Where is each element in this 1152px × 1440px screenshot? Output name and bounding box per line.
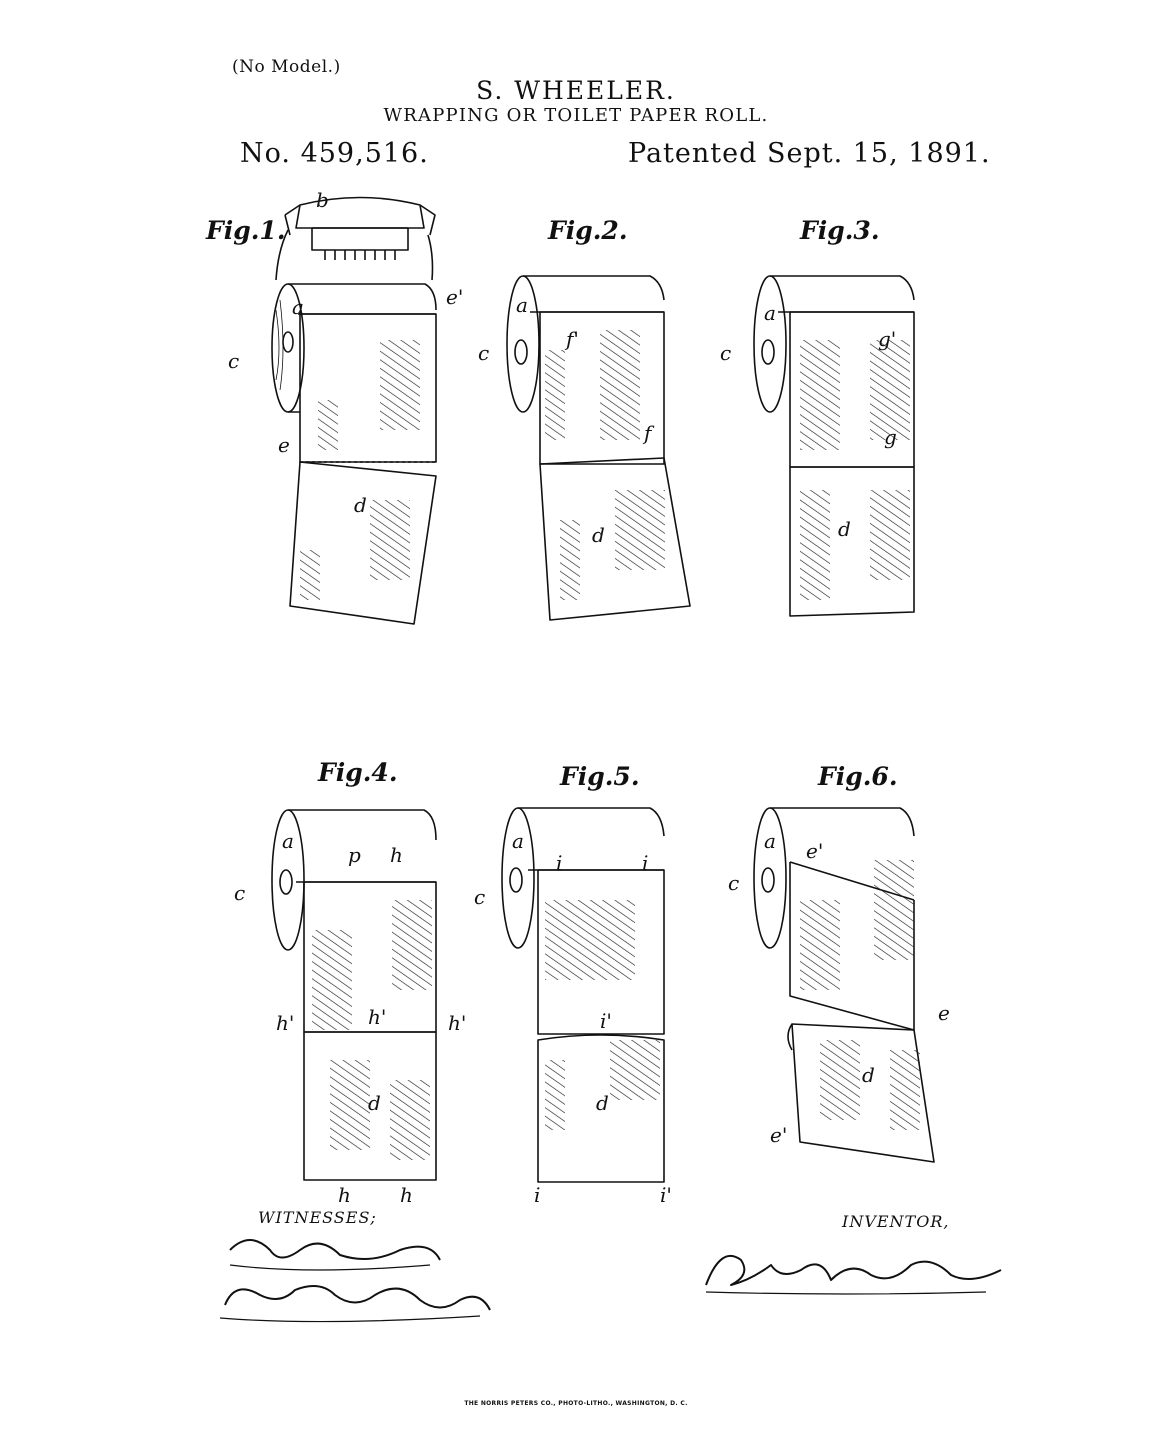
fig5-letter-i-bottom: i [534,1183,540,1207]
fig4-letter-p: p [348,843,361,867]
fig4-letter-h-prime-mid: h' [368,1005,386,1029]
fig-3-label: Fig.3. [800,216,880,245]
fig5-letter-c: c [474,885,485,909]
fig6-letter-d: d [862,1063,875,1087]
fig5-letter-d: d [596,1091,609,1115]
fig5-letter-i-right: i [642,851,648,875]
fig-1-drawing [271,196,437,625]
fig6-letter-e-prime-bottom: e' [770,1123,787,1147]
inventor-signature [705,1254,1002,1295]
printer-credit: THE NORRIS PETERS CO., PHOTO-LITHO., WAS… [464,1400,688,1407]
fig3-letter-g-prime: g' [878,327,896,351]
fig3-letter-g: g [884,425,897,449]
fig4-letter-d: d [368,1091,381,1115]
patent-number: No. 459,516. [240,138,429,169]
fig6-letter-c: c [728,871,739,895]
fig-5-label: Fig.5. [560,762,640,791]
fig4-letter-h-bottom-left: h [338,1183,351,1207]
fig1-letter-c: c [228,349,239,373]
fig6-letter-e-prime-top: e' [806,839,823,863]
fig-4-drawing [271,809,437,1181]
fig1-letter-b: b [316,188,329,212]
fig4-letter-a: a [282,829,294,853]
witness-signatures [219,1239,491,1323]
fig1-letter-e-prime: e' [446,285,463,309]
fig1-letter-e: e [278,433,290,457]
fig-3-drawing [753,275,915,617]
fig3-letter-c: c [720,341,731,365]
fig5-letter-i-prime: i' [600,1009,612,1033]
fig3-letter-d: d [838,517,851,541]
fig4-letter-h-top: h [390,843,403,867]
patent-title: WRAPPING OR TOILET PAPER ROLL. [383,105,769,126]
fig3-letter-a: a [764,301,776,325]
fig4-letter-h-prime-right: h' [448,1011,466,1035]
fig1-letter-a: a [292,295,304,319]
reference-letters: b a c e' e d a c f' f d a c g' g d a c p… [228,188,950,1207]
fig-1-label: Fig.1. [206,216,286,245]
inventor-name: S. WHEELER. [476,76,676,105]
fig1-letter-d: d [354,493,367,517]
fig6-letter-a: a [764,829,776,853]
witnesses-label: WITNESSES; [258,1208,377,1227]
fig2-letter-c: c [478,341,489,365]
fig2-letter-d: d [592,523,605,547]
fig-2-drawing [506,275,691,621]
fig-6-drawing [753,807,935,1163]
inventor-label: INVENTOR, [842,1212,950,1231]
fig2-letter-f: f [642,421,655,445]
fig2-letter-a: a [516,293,528,317]
fig4-letter-h-bottom-right: h [400,1183,413,1207]
fig5-letter-i-left: i [556,851,562,875]
fig4-letter-c: c [234,881,245,905]
fig-2-label: Fig.2. [548,216,628,245]
fig-5-drawing [501,807,665,1183]
fig-6-label: Fig.6. [818,762,898,791]
no-model-note: (No Model.) [232,57,341,77]
fig5-letter-i-prime-bottom: i' [660,1183,672,1207]
patent-date: Patented Sept. 15, 1891. [628,138,991,169]
fig4-letter-h-prime-left: h' [276,1011,294,1035]
fig6-letter-e: e [938,1001,950,1025]
fig2-letter-f-prime: f' [564,327,579,351]
fig-4-label: Fig.4. [318,758,398,787]
fig5-letter-a: a [512,829,524,853]
